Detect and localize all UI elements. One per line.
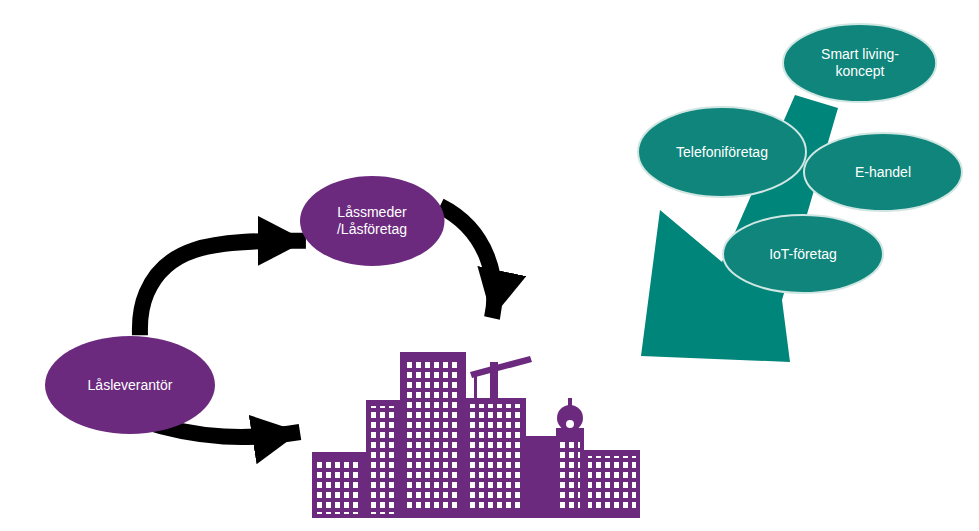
node-label: Låsleverantör (88, 377, 173, 394)
ellipse-node: Låsleverantör (44, 335, 216, 435)
ellipse-outline (723, 215, 883, 293)
city-buildings (312, 352, 640, 518)
flow-arrow (440, 206, 494, 318)
ellipse-outline (804, 133, 962, 211)
building (312, 452, 366, 518)
building (466, 398, 526, 518)
node-label: E-handel (855, 164, 911, 181)
windows (560, 440, 580, 510)
node-label: Låssmeder /Låsföretag (327, 204, 417, 238)
ellipse-node: IoT-företag (722, 214, 884, 294)
building (366, 400, 402, 518)
ellipse-node: Låssmeder /Låsföretag (299, 175, 446, 267)
ellipse-outline (300, 176, 445, 266)
tower-spire (568, 398, 572, 410)
crane-hook (474, 376, 477, 398)
windows (588, 456, 636, 512)
building (526, 436, 556, 518)
building (584, 450, 640, 518)
windows (316, 458, 362, 514)
crane-jib (470, 356, 532, 378)
node-label: Smart living-koncept (812, 46, 908, 80)
ellipse-outline (638, 107, 806, 197)
windows (370, 406, 398, 514)
clock (566, 420, 574, 428)
tower (556, 428, 584, 518)
flow-arrow (140, 241, 306, 336)
ellipse-outline (45, 336, 215, 434)
windows (405, 360, 461, 510)
node-label: IoT-företag (769, 246, 837, 263)
building (400, 352, 466, 518)
node-label: Telefoniföretag (676, 144, 768, 161)
ellipse-node: Smart living-koncept (782, 23, 937, 103)
ellipse-outline (783, 24, 936, 102)
windows (470, 404, 522, 512)
ellipse-node: Telefoniföretag (637, 106, 807, 198)
ellipse-node: E-handel (803, 132, 963, 212)
